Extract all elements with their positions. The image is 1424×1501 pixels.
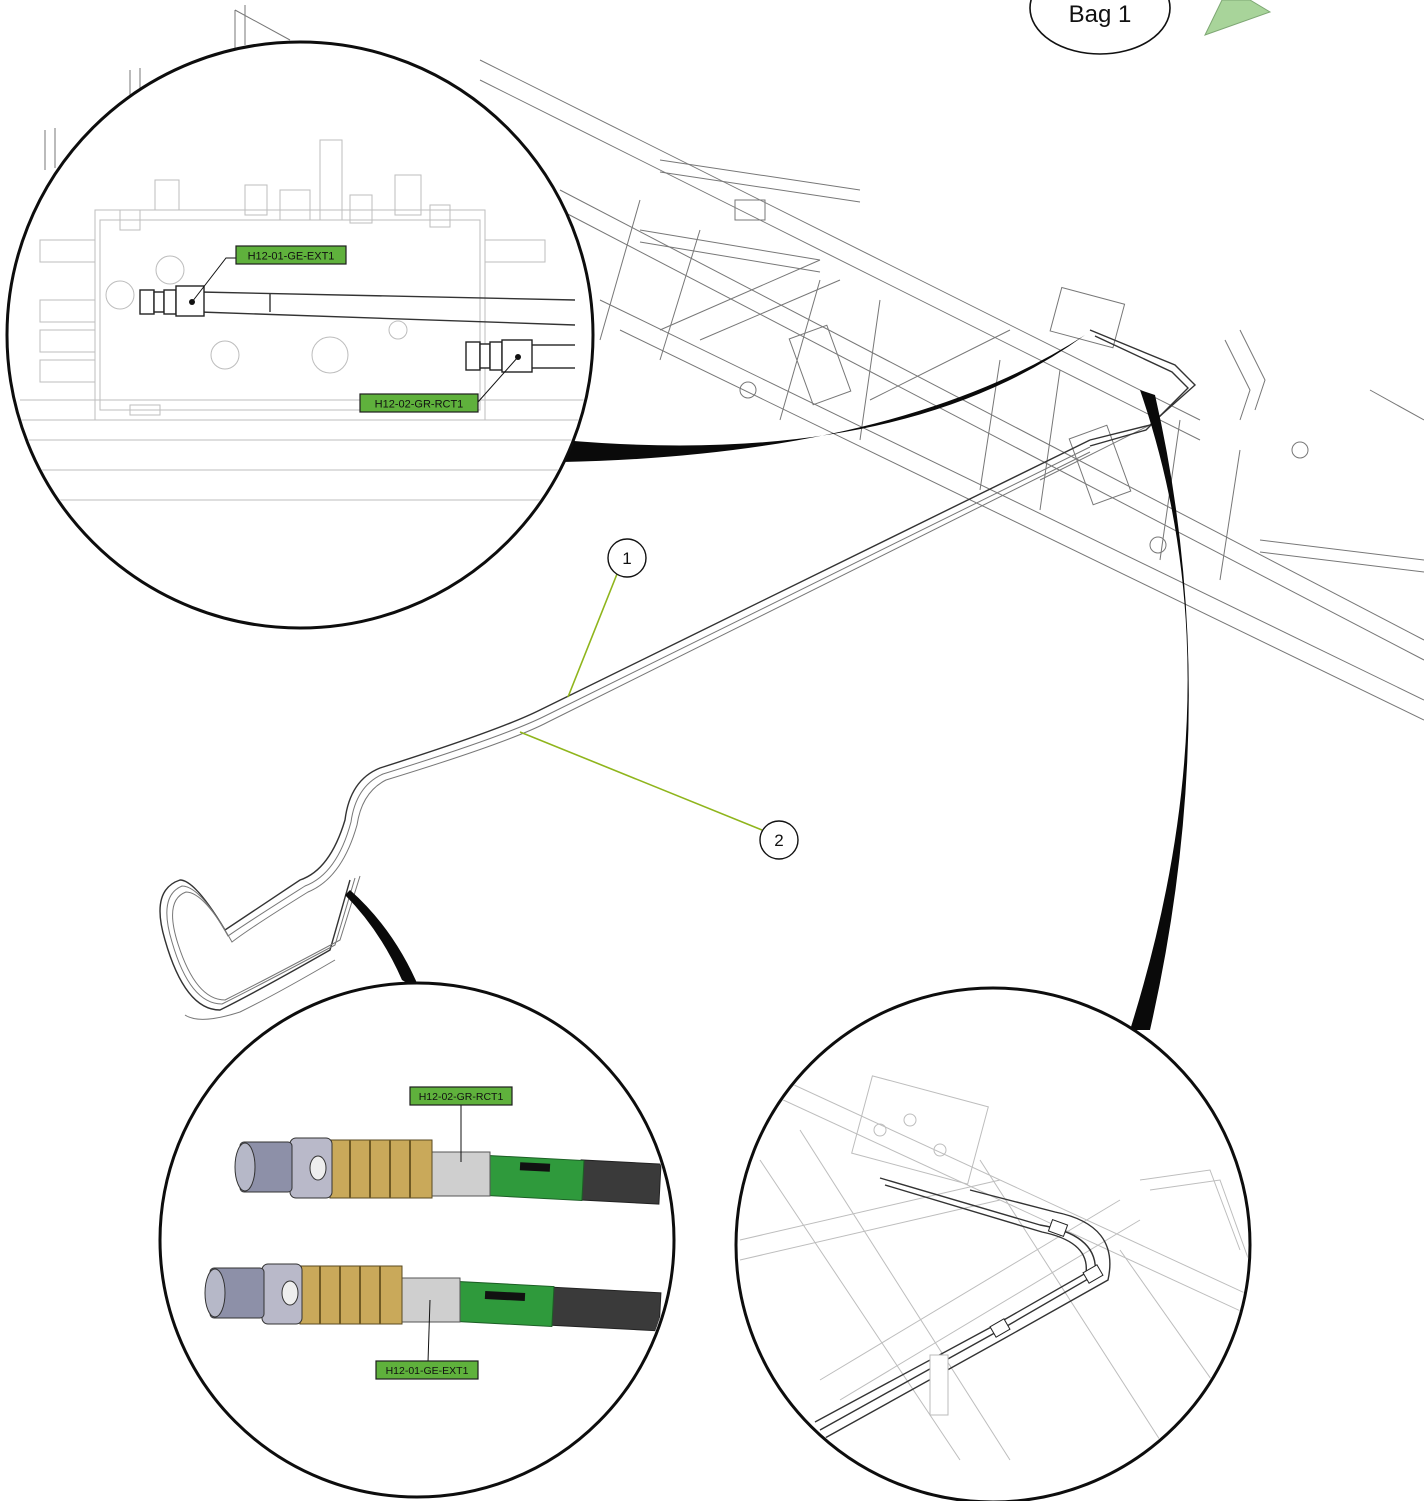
tag-top-left-1-text: H12-01-GE-EXT1 (248, 251, 335, 263)
bag-badge: Bag 1 (1029, 0, 1171, 55)
detail-valve-block: H12-01-GE-EXT1 H12-02-GR-RCT1 (5, 40, 595, 630)
tag-top-left-1: H12-01-GE-EXT1 (235, 245, 347, 265)
bag-label: Bag 1 (1069, 1, 1132, 28)
tag-bottom-left-2-text: H12-01-GE-EXT1 (386, 1365, 469, 1377)
hose-assembly (159, 439, 1091, 1020)
callout-1: 1 (567, 538, 647, 698)
callout-1-number: 1 (622, 549, 631, 568)
coupler-lower (204, 1263, 662, 1332)
connector-top-left (562, 335, 1085, 462)
tag-bottom-left-1: H12-02-GR-RCT1 (409, 1086, 513, 1106)
callout-2: 2 (519, 731, 799, 860)
direction-triangle-icon (1204, 0, 1272, 36)
tag-top-left-2: H12-02-GR-RCT1 (359, 393, 479, 413)
detail-quick-couplers: H12-02-GR-RCT1 H12-01-GE-EXT1 (158, 981, 676, 1499)
connector-bottom-left (345, 890, 420, 990)
detail-hose-routing (734, 986, 1252, 1501)
tag-bottom-left-1-text: H12-02-GR-RCT1 (419, 1091, 504, 1103)
coupler-upper (234, 1137, 662, 1205)
connector-bottom-right (1130, 390, 1189, 1030)
callout-2-number: 2 (774, 831, 783, 850)
tag-top-left-2-text: H12-02-GR-RCT1 (375, 399, 464, 411)
tag-bottom-left-2: H12-01-GE-EXT1 (375, 1360, 479, 1380)
machine-frame-drawing (44, 5, 1424, 721)
